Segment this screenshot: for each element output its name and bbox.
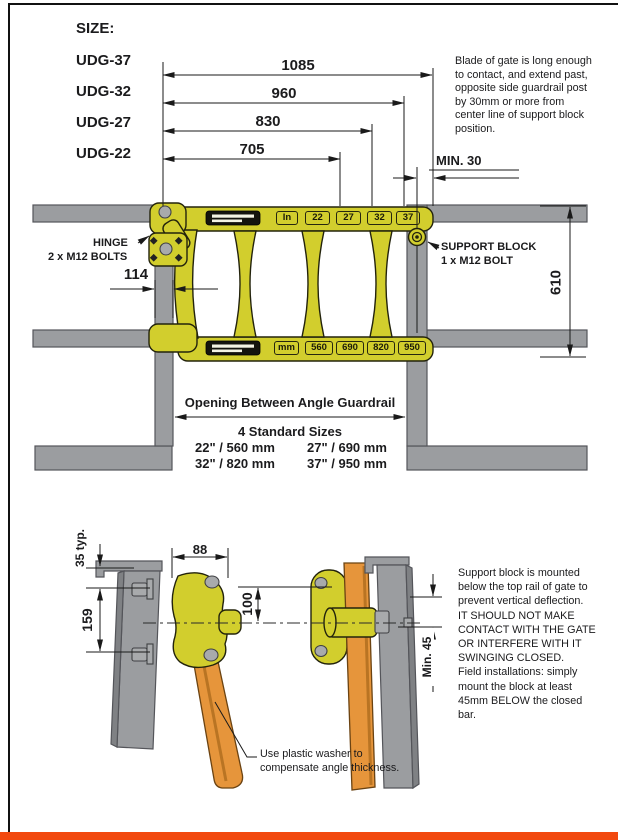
dim-min-30: MIN. 30: [436, 153, 482, 168]
page-border-top: [8, 3, 618, 5]
standard-sizes-title: 4 Standard Sizes: [237, 424, 343, 439]
gate-size-box-950: 950: [398, 341, 426, 355]
gate-size-box-820: 820: [367, 341, 395, 355]
gate-size-box-in: In: [276, 211, 298, 225]
standard-size-37: 37" / 950 mm: [307, 456, 387, 471]
support-note-line: mount the block at least: [458, 680, 573, 693]
support-note-line: OR INTERFERE WITH IT: [458, 638, 582, 651]
hinge-assembly: [148, 202, 191, 267]
blade-note-line: to contact, and extend past,: [455, 68, 588, 81]
side-view-support-block: [310, 556, 420, 791]
dim-114: 114: [123, 266, 149, 283]
gate-rib: [233, 230, 257, 338]
support-note-line: Support block is mounted: [458, 567, 580, 579]
blade-note: Blade of gate is long enough to contact,…: [455, 55, 592, 137]
model-udg-22: UDG-22: [76, 145, 132, 162]
front-dimensions: [110, 62, 586, 420]
page-border-left: [8, 3, 10, 833]
gate-size-box-32: 32: [367, 211, 392, 225]
standard-size-32: 32" / 820 mm: [195, 456, 275, 471]
dim-min-45: Min. 45: [420, 628, 434, 686]
gate-size-box-27: 27: [336, 211, 361, 225]
hinge-pivot-bolt: [158, 205, 172, 219]
gate-blade: [148, 206, 434, 362]
gate-size-box-37: 37: [396, 211, 420, 225]
size-heading: SIZE:: [76, 20, 115, 37]
support-note: Support block is mounted below the top r…: [458, 566, 596, 722]
dim-960: 960: [271, 85, 297, 102]
standard-size-27: 27" / 690 mm: [307, 440, 387, 455]
hinge-bolts-label: 2 x M12 BOLTS: [48, 251, 128, 263]
washer-note-line: Use plastic washer to: [260, 748, 363, 760]
support-block-label: SUPPORT BLOCK: [441, 241, 537, 253]
support-note-line: SWINGING CLOSED.: [458, 652, 565, 665]
hinge-bracket-side: [171, 572, 228, 669]
washer-note: Use plastic washer to compensate angle t…: [260, 748, 399, 775]
support-block-nut: [374, 610, 390, 634]
blade-note-line: by 30mm or more from: [455, 95, 565, 108]
gate-rib: [301, 230, 325, 338]
hinge-label: HINGE: [93, 237, 128, 249]
model-udg-27: UDG-27: [76, 114, 132, 131]
dim-100: 100: [239, 592, 255, 616]
gate-size-box-560: 560: [305, 341, 333, 355]
gate-size-box-690: 690: [336, 341, 364, 355]
blade-note-line: opposite side guardrail post: [455, 82, 588, 95]
blade-note-line: Blade of gate is long enough: [455, 55, 592, 67]
gate-size-box-mm: mm: [274, 341, 299, 355]
support-note-line: 45mm BELOW the closed: [458, 694, 583, 707]
dim-159: 159: [79, 608, 95, 632]
gate-mid-stub: [148, 323, 198, 353]
support-note-line: CONTACT WITH THE GATE: [458, 623, 596, 636]
accent-bar: [0, 832, 618, 840]
blade-note-line: center line of support block: [455, 109, 585, 122]
dim-88: 88: [192, 542, 208, 557]
support-note-line: below the top rail of gate to: [458, 581, 588, 594]
model-udg-37: UDG-37: [76, 52, 132, 69]
washer-note-line: compensate angle thickness.: [260, 761, 400, 774]
model-udg-32: UDG-32: [76, 83, 132, 100]
support-note-line: Field installations: simply: [458, 666, 578, 679]
brand-plate: [205, 210, 261, 226]
opening-label: Opening Between Angle Guardrail: [184, 395, 396, 410]
support-block: [407, 227, 427, 247]
dim-610: 610: [547, 269, 565, 296]
gate-rib: [369, 230, 393, 338]
dim-1085: 1085: [281, 57, 315, 74]
dim-705: 705: [239, 141, 265, 158]
gate-size-box-22: 22: [305, 211, 330, 225]
support-note-line: bar.: [458, 709, 477, 722]
brand-plate: [205, 340, 261, 356]
support-bolt-label: 1 x M12 BOLT: [441, 255, 513, 267]
blade-note-line: position.: [455, 122, 496, 135]
support-note-line: IT SHOULD NOT MAKE: [458, 609, 575, 622]
standard-size-22: 22" / 560 mm: [195, 440, 275, 455]
gate-bar-side: [192, 656, 244, 789]
dim-830: 830: [255, 113, 281, 130]
support-note-line: prevent vertical deflection.: [458, 595, 584, 608]
side-view-hinge: [95, 560, 244, 789]
hinge-lower-bolt: [159, 242, 173, 256]
dim-35-typ: 35 typ.: [73, 529, 87, 568]
